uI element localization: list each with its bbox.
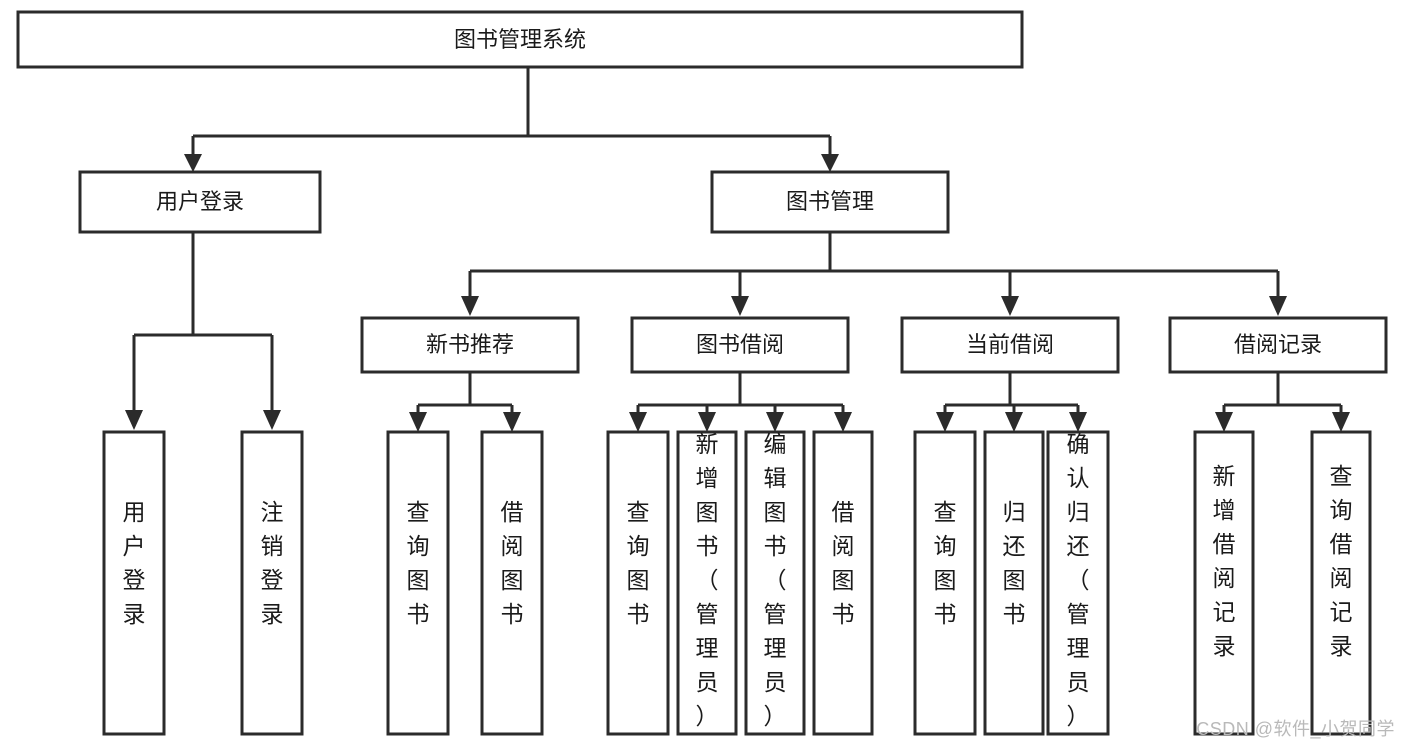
- arrowhead-leaf-query-record: [1332, 412, 1350, 432]
- leaf-add-book-label: 新增图书（管理员）: [696, 431, 719, 729]
- node-book-manage-box[interactable]: [710, 170, 950, 234]
- node-root[interactable]: 图书管理系统: [16, 10, 1024, 69]
- connector-group-user-login: [125, 233, 281, 430]
- node-book-borrow-label: 图书借阅: [696, 332, 784, 357]
- leaf-add-book[interactable]: 新增图书（管理员）: [676, 430, 738, 736]
- leaf-user-login-box[interactable]: [102, 430, 166, 736]
- leaf-confirm-return-box[interactable]: [1046, 430, 1110, 736]
- arrowhead-leaf-confirm-return: [1069, 412, 1087, 432]
- leaf-edit-book[interactable]: 编辑图书（管理员）: [744, 430, 806, 736]
- arrowhead-leaf-query-book-1: [409, 412, 427, 432]
- leaf-add-book-box[interactable]: [676, 430, 738, 736]
- leaf-query-book-2-box[interactable]: [606, 430, 670, 736]
- connector-group-root: [184, 67, 839, 172]
- node-root-box[interactable]: [16, 10, 1024, 69]
- node-user-login[interactable]: 用户登录: [78, 170, 322, 234]
- leaf-query-book-3-box[interactable]: [913, 430, 977, 736]
- node-book-manage-label: 图书管理: [786, 189, 874, 214]
- arrowhead-leaf-add-record: [1215, 412, 1233, 432]
- leaf-logout-login-box[interactable]: [240, 430, 304, 736]
- node-root-label: 图书管理系统: [454, 27, 586, 52]
- node-current-borrow[interactable]: 当前借阅: [900, 316, 1120, 374]
- node-book-borrow-box[interactable]: [630, 316, 850, 374]
- leaf-query-book-1[interactable]: 查询图书: [386, 430, 450, 736]
- leaf-user-login-label: 用户登录: [123, 499, 146, 627]
- connector-group-new-book-recommend: [409, 372, 521, 432]
- node-user-login-box[interactable]: [78, 170, 322, 234]
- node-borrow-record[interactable]: 借阅记录: [1168, 316, 1388, 374]
- arrowhead-leaf-borrow-book-2: [834, 412, 852, 432]
- leaf-borrow-book-2-box[interactable]: [812, 430, 874, 736]
- arrowhead-leaf-return-book: [1005, 412, 1023, 432]
- arrowhead-user-login: [184, 154, 202, 172]
- leaf-return-book[interactable]: 归还图书: [983, 430, 1045, 736]
- leaf-add-record-box[interactable]: [1193, 430, 1255, 736]
- leaf-query-record-box[interactable]: [1310, 430, 1372, 736]
- arrowhead-book-manage: [821, 154, 839, 172]
- leaf-borrow-book-1[interactable]: 借阅图书: [480, 430, 544, 736]
- leaf-add-record[interactable]: 新增借阅记录: [1193, 430, 1255, 736]
- leaf-return-book-label: 归还图书: [1003, 499, 1026, 627]
- leaf-query-book-2-label: 查询图书: [627, 499, 650, 627]
- arrowhead-leaf-edit-book: [766, 412, 784, 432]
- node-new-book-recommend[interactable]: 新书推荐: [360, 316, 580, 374]
- node-borrow-record-box[interactable]: [1168, 316, 1388, 374]
- leaf-logout-login-label: 注销登录: [261, 499, 284, 627]
- arrowhead-leaf-add-book: [698, 412, 716, 432]
- arrowhead-new-book-recommend: [461, 296, 479, 316]
- node-user-login-label: 用户登录: [156, 189, 244, 214]
- leaf-add-record-label: 新增借阅记录: [1213, 463, 1236, 659]
- leaf-query-book-1-box[interactable]: [386, 430, 450, 736]
- leaf-query-record-label: 查询借阅记录: [1330, 463, 1353, 659]
- leaf-return-book-box[interactable]: [983, 430, 1045, 736]
- arrowhead-leaf-logout-login: [263, 410, 281, 430]
- leaf-borrow-book-2-label: 借阅图书: [832, 499, 855, 627]
- arrowhead-borrow-record: [1269, 296, 1287, 316]
- node-borrow-record-label: 借阅记录: [1234, 332, 1322, 357]
- leaf-borrow-book-1-box[interactable]: [480, 430, 544, 736]
- leaf-confirm-return-label: 确认归还（管理员）: [1067, 431, 1090, 729]
- leaf-borrow-book-2[interactable]: 借阅图书: [812, 430, 874, 736]
- arrowhead-book-borrow: [731, 296, 749, 316]
- leaf-query-book-3[interactable]: 查询图书: [913, 430, 977, 736]
- arrowhead-leaf-borrow-book-1: [503, 412, 521, 432]
- connector-group-borrow-record: [1215, 372, 1350, 432]
- arrowhead-leaf-query-book-3: [936, 412, 954, 432]
- leaf-user-login[interactable]: 用户登录: [102, 430, 166, 736]
- connector-group-book-manage: [461, 232, 1287, 316]
- leaf-query-book-3-label: 查询图书: [934, 499, 957, 627]
- leaf-query-book-2[interactable]: 查询图书: [606, 430, 670, 736]
- leaf-edit-book-label: 编辑图书（管理员）: [764, 431, 787, 729]
- leaf-edit-book-box[interactable]: [744, 430, 806, 736]
- node-new-book-recommend-label: 新书推荐: [426, 332, 514, 357]
- node-book-manage[interactable]: 图书管理: [710, 170, 950, 234]
- connector-group-current-borrow: [936, 372, 1087, 432]
- leaf-logout-login[interactable]: 注销登录: [240, 430, 304, 736]
- node-current-borrow-label: 当前借阅: [966, 332, 1054, 357]
- leaf-query-book-1-label: 查询图书: [407, 499, 430, 627]
- connector-group-book-borrow: [629, 372, 852, 432]
- leaf-query-record[interactable]: 查询借阅记录: [1310, 430, 1372, 736]
- arrowhead-leaf-user-login: [125, 410, 143, 430]
- csdn-watermark: CSDN @软件_小贺同学: [1196, 719, 1395, 739]
- arrowhead-current-borrow: [1001, 296, 1019, 316]
- node-book-borrow[interactable]: 图书借阅: [630, 316, 850, 374]
- leaf-confirm-return[interactable]: 确认归还（管理员）: [1046, 430, 1110, 736]
- leaf-borrow-book-1-label: 借阅图书: [501, 499, 524, 627]
- arrowhead-leaf-query-book-2: [629, 412, 647, 432]
- node-new-book-recommend-box[interactable]: [360, 316, 580, 374]
- node-current-borrow-box[interactable]: [900, 316, 1120, 374]
